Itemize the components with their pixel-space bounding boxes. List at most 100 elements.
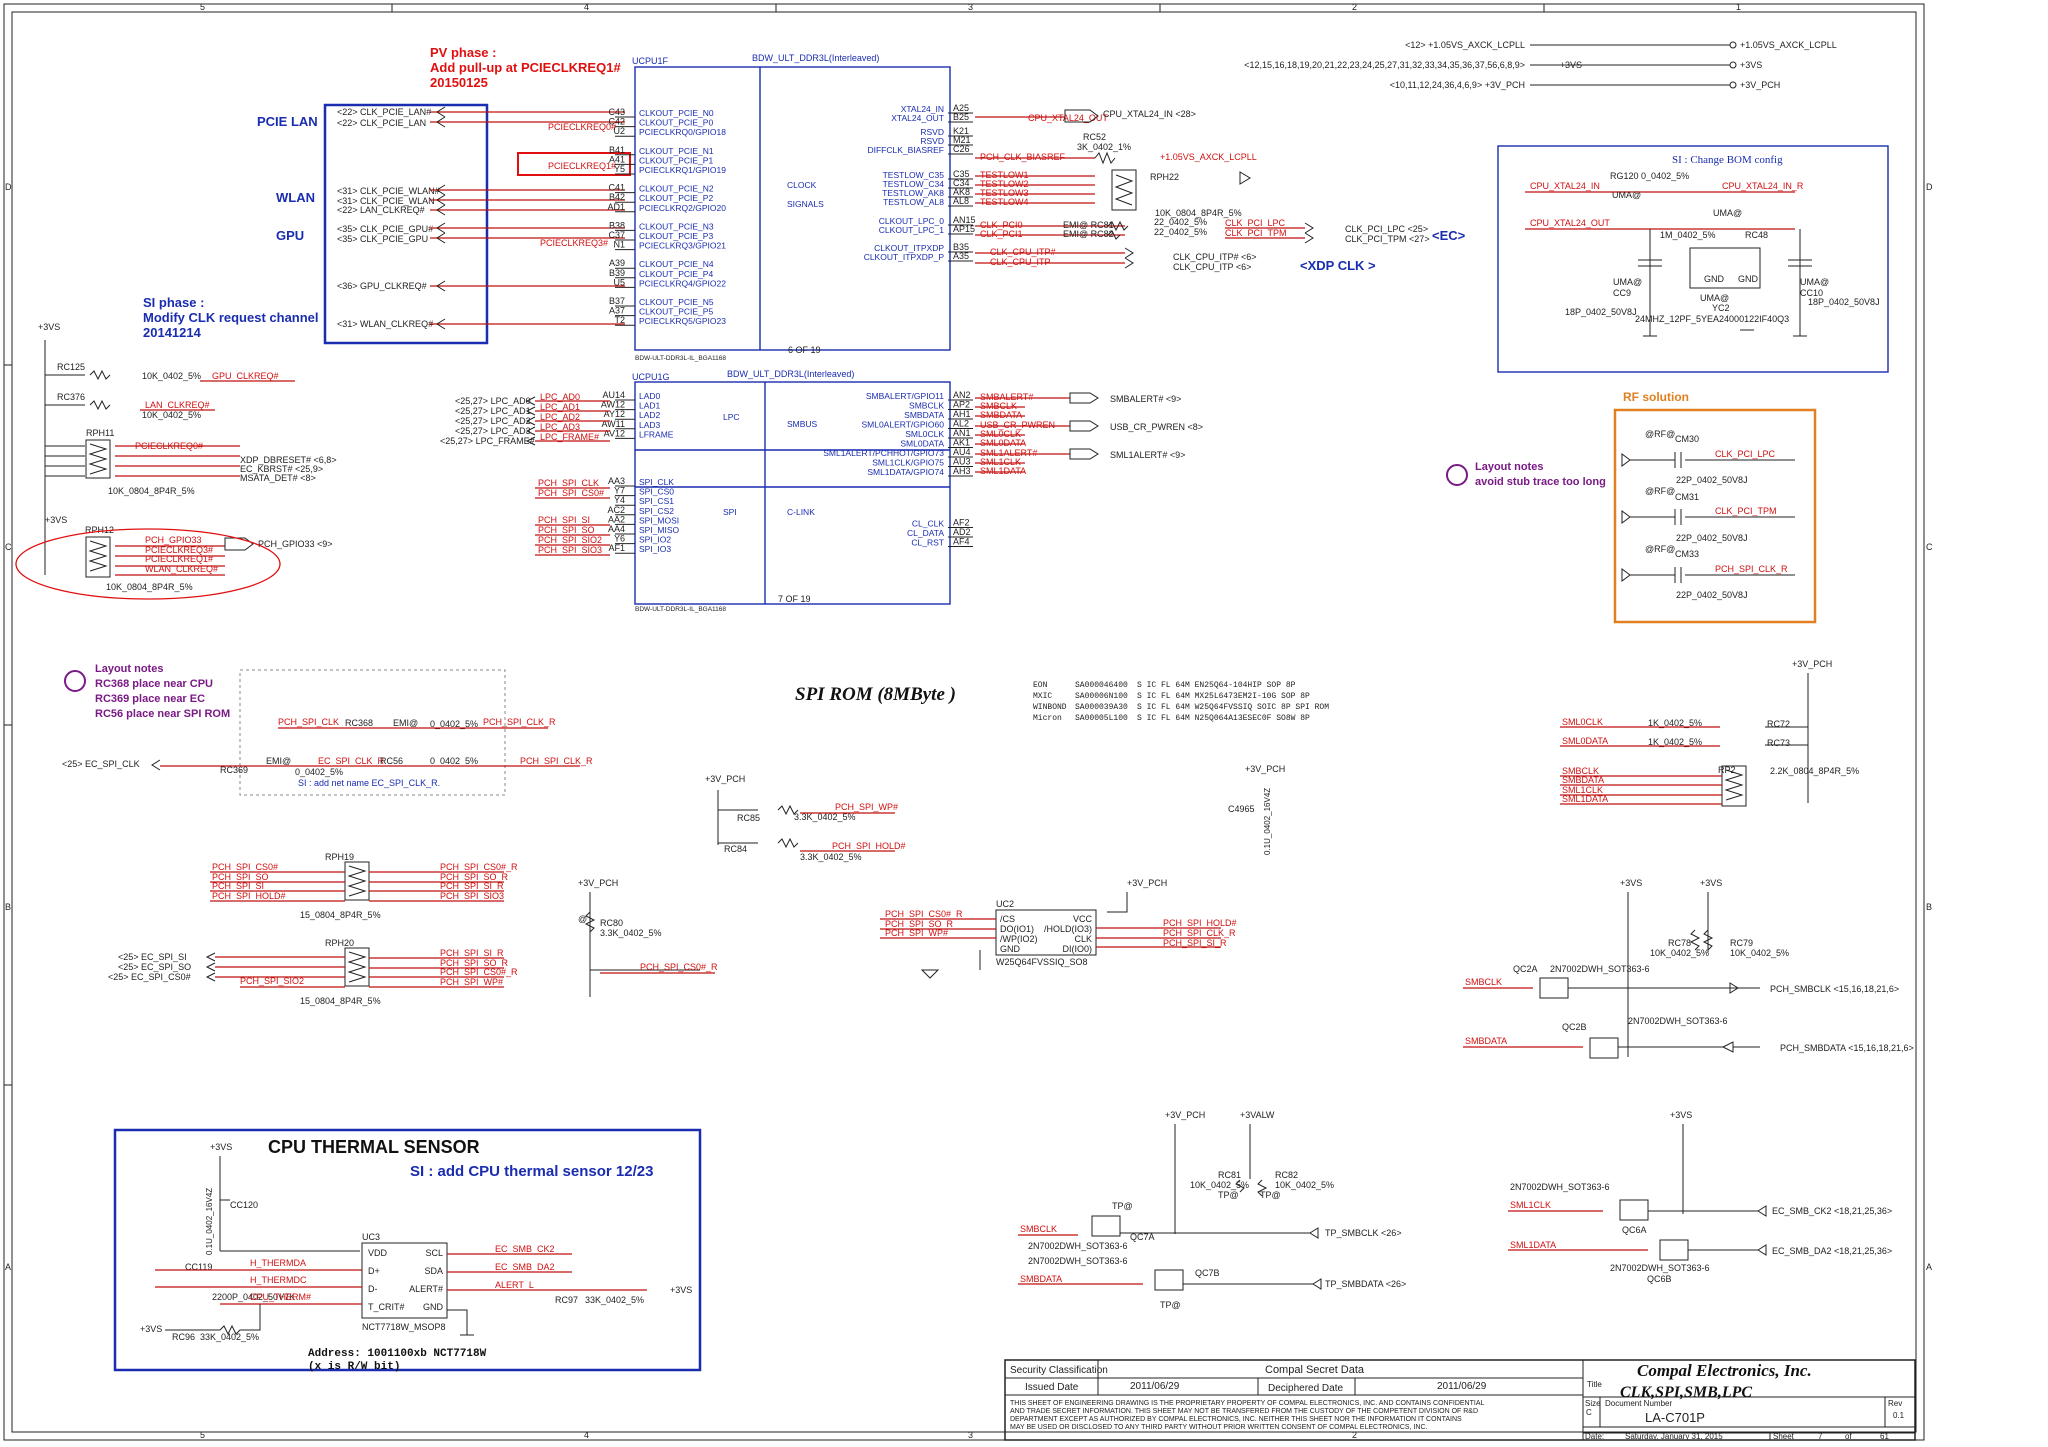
spi-wp-hold-pullups: +3V_PCH RC85 3.3K_0402_5% PCH_SPI_WP# RC… bbox=[705, 764, 1285, 862]
svg-text:Rev: Rev bbox=[1888, 1399, 1902, 1408]
svg-text:SA000039A30: SA000039A30 bbox=[1075, 703, 1128, 712]
svg-text:Modify CLK request channel: Modify CLK request channel bbox=[143, 310, 319, 325]
port-clk-pcie-gpu-p: <35> CLK_PCIE_GPU bbox=[337, 234, 428, 244]
pin-name: CLKOUT_PCIE_P3 bbox=[639, 231, 713, 241]
pin-ball: C37 bbox=[608, 230, 625, 240]
svg-text:Compal Secret Data: Compal Secret Data bbox=[1265, 1364, 1365, 1376]
svg-text:33K_0402_5%: 33K_0402_5% bbox=[200, 1332, 259, 1342]
svg-text:PCH_SPI_WP#: PCH_SPI_WP# bbox=[835, 802, 898, 812]
svg-text:2011/06/29: 2011/06/29 bbox=[1437, 1381, 1487, 1392]
pin-ball: AA2 bbox=[608, 514, 625, 524]
svg-text:Deciphered Date: Deciphered Date bbox=[1268, 1383, 1343, 1394]
svg-text:TP@: TP@ bbox=[1112, 1201, 1133, 1211]
pin-name: CLKOUT_PCIE_N3 bbox=[639, 221, 714, 231]
svg-text:CLK_CPU_ITP <6>: CLK_CPU_ITP <6> bbox=[1173, 262, 1251, 272]
port-gpu-clkreq: <36> GPU_CLKREQ# bbox=[337, 281, 427, 291]
svg-text:22P_0402_50V8J: 22P_0402_50V8J bbox=[1676, 590, 1748, 600]
svg-text:RF solution: RF solution bbox=[1623, 390, 1689, 404]
svg-text:PCH_SMBDATA <15,16,18,21,6>: PCH_SMBDATA <15,16,18,21,6> bbox=[1780, 1043, 1914, 1053]
svg-text:RPH22: RPH22 bbox=[1150, 172, 1179, 182]
pin-name: PCIECLKRQ2/GPIO20 bbox=[639, 203, 726, 213]
svg-text:Micron: Micron bbox=[1033, 714, 1062, 723]
frame-col-label: 5 bbox=[200, 1430, 205, 1440]
svg-text:<12,15,16,18,19,20,21,22,23,24: <12,15,16,18,19,20,21,22,23,24,25,27,31,… bbox=[1244, 60, 1525, 70]
svg-text:+3V_PCH: +3V_PCH bbox=[1740, 80, 1780, 90]
svg-text:YC2: YC2 bbox=[1712, 303, 1730, 313]
pin-name: SML0CLK bbox=[905, 429, 944, 439]
xtal-bom-box: SI : Change BOM config RG120 0_0402_5% C… bbox=[1497, 145, 1889, 373]
frame-col-label: 1 bbox=[1736, 2, 1741, 12]
svg-text:PCH_GPIO33 <9>: PCH_GPIO33 <9> bbox=[258, 539, 333, 549]
pin-name: CLKOUT_PCIE_N0 bbox=[639, 108, 714, 118]
svg-text:EC_KBRST# <25,9>: EC_KBRST# <25,9> bbox=[240, 464, 323, 474]
pin-ball: AN1 bbox=[953, 428, 971, 438]
pin-ball: AH3 bbox=[953, 466, 971, 476]
svg-text:QC7A: QC7A bbox=[1130, 1232, 1155, 1242]
svg-text:PCH_SPI_SI: PCH_SPI_SI bbox=[212, 881, 264, 891]
svg-text:LPC_AD2: LPC_AD2 bbox=[540, 412, 580, 422]
pin-name: CLKOUT_LPC_0 bbox=[879, 216, 944, 226]
clk-port-box: <22> CLK_PCIE_LAN# <22> CLK_PCIE_LAN <31… bbox=[323, 103, 625, 345]
svg-text:RC84: RC84 bbox=[724, 844, 747, 854]
svg-text:RC56: RC56 bbox=[380, 756, 403, 766]
svg-text:S IC FL 64M N25Q064A13ESEC0F S: S IC FL 64M N25Q064A13ESEC0F SO8W 8P bbox=[1137, 714, 1310, 723]
frame-col-label: 4 bbox=[584, 1430, 589, 1440]
svg-text:RC52: RC52 bbox=[1083, 132, 1106, 142]
frame-col-label: 2 bbox=[1352, 1430, 1357, 1440]
svg-text:Size: Size bbox=[1585, 1399, 1601, 1408]
svg-text:PCIECLKREQ1#: PCIECLKREQ1# bbox=[145, 554, 213, 564]
svg-text:BDW_ULT_DDR3L(Interleaved): BDW_ULT_DDR3L(Interleaved) bbox=[727, 369, 854, 379]
svg-text:/WP(IO2): /WP(IO2) bbox=[1000, 934, 1038, 944]
svg-text:2200P_0402_50V7K: 2200P_0402_50V7K bbox=[212, 1292, 295, 1302]
svg-text:LA-C701P: LA-C701P bbox=[1645, 1410, 1705, 1425]
svg-text:CLK_PCI0: CLK_PCI0 bbox=[980, 220, 1023, 230]
pin-ball: C26 bbox=[953, 144, 970, 154]
svg-text:0_0402_5%: 0_0402_5% bbox=[430, 756, 478, 766]
svg-text:RC48: RC48 bbox=[1745, 230, 1768, 240]
svg-text:RPH11: RPH11 bbox=[86, 428, 114, 438]
svg-text:ALERT#: ALERT# bbox=[409, 1284, 443, 1294]
pin-name: CL_DATA bbox=[907, 528, 944, 538]
pin-ball: AA4 bbox=[608, 524, 625, 534]
svg-text:20141214: 20141214 bbox=[143, 325, 202, 340]
svg-text:+3VS: +3VS bbox=[210, 1142, 232, 1152]
svg-text:LPC_AD0: LPC_AD0 bbox=[540, 392, 580, 402]
svg-text:TESTLOW4: TESTLOW4 bbox=[980, 197, 1029, 207]
svg-text:RPH20: RPH20 bbox=[325, 938, 354, 948]
frame-col-label: 3 bbox=[968, 1430, 973, 1440]
svg-text:SML0CLK: SML0CLK bbox=[980, 429, 1021, 439]
svg-text:@RF@: @RF@ bbox=[1645, 486, 1675, 496]
frame-row-label: B bbox=[5, 902, 11, 912]
pin-ball: B38 bbox=[609, 220, 625, 230]
svg-text:10K_0804_8P4R_5%: 10K_0804_8P4R_5% bbox=[1155, 208, 1242, 218]
svg-text:QC7B: QC7B bbox=[1195, 1268, 1220, 1278]
pin-ball: AP2 bbox=[953, 400, 970, 410]
net-pcieclkreq1: PCIECLKREQ1# bbox=[548, 161, 616, 171]
pin-name: RSVD bbox=[920, 127, 944, 137]
svg-text:10K_0402_5%: 10K_0402_5% bbox=[1275, 1180, 1334, 1190]
pin-ball: AH1 bbox=[953, 409, 971, 419]
svg-text:CLK_PCI_TPM: CLK_PCI_TPM bbox=[1225, 228, 1287, 238]
svg-text:RC81: RC81 bbox=[1218, 1170, 1241, 1180]
svg-text:UMA@: UMA@ bbox=[1612, 190, 1641, 200]
svg-text:CLK_PCI_TPM: CLK_PCI_TPM bbox=[1715, 506, 1777, 516]
svg-text:PCH_SPI_SIO2: PCH_SPI_SIO2 bbox=[538, 535, 602, 545]
sheet-frame: 5 4 3 2 1 5 4 3 2 D C B A D C B A bbox=[3, 2, 1933, 1441]
svg-text:SMBUS: SMBUS bbox=[787, 419, 818, 429]
pin-ball: AD2 bbox=[953, 527, 971, 537]
pin-name: SML0ALERT/GPIO60 bbox=[861, 420, 944, 430]
svg-text:2N7002DWH_SOT363-6: 2N7002DWH_SOT363-6 bbox=[1628, 1016, 1728, 1026]
svg-text:Sheet: Sheet bbox=[1773, 1432, 1795, 1441]
qc2-level-shifter: +3VS +3VS RC78 10K_0402_5% RC79 10K_0402… bbox=[1463, 878, 1914, 1059]
svg-text:PCH_SPI_SO_R: PCH_SPI_SO_R bbox=[885, 919, 954, 929]
pin-ball: A37 bbox=[609, 306, 625, 316]
svg-text:SDA: SDA bbox=[424, 1266, 443, 1276]
svg-text:RC369: RC369 bbox=[220, 765, 248, 775]
pin-ball: A39 bbox=[609, 258, 625, 268]
pin-ball: AF4 bbox=[953, 537, 970, 547]
pin-ball: C34 bbox=[953, 178, 970, 188]
pin-name: SMBDATA bbox=[904, 410, 944, 420]
frame-col-label: 4 bbox=[584, 2, 589, 12]
title-block: Security Classification Compal Secret Da… bbox=[1004, 1359, 1916, 1441]
svg-text:PCH_SPI_CLK_R: PCH_SPI_CLK_R bbox=[483, 717, 556, 727]
